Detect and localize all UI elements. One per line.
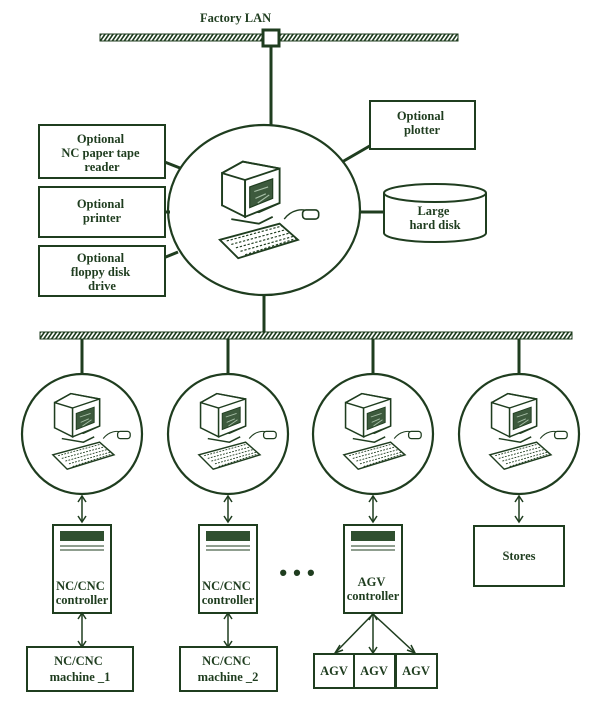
factory-lan-label: Factory LAN xyxy=(200,11,271,25)
station-2 xyxy=(166,372,290,496)
station-bus xyxy=(39,331,573,340)
machine-2-label-1: NC/CNC xyxy=(202,654,251,668)
tape-reader-label-2: NC paper tape xyxy=(61,146,140,160)
agv-3-box: AGV xyxy=(395,653,438,689)
agv-1-box: AGV xyxy=(313,653,356,689)
disk-cylinder-icon xyxy=(383,183,487,243)
floppy-label-1: Optional xyxy=(77,251,125,265)
controller-2: NC/CNC controller xyxy=(198,524,258,614)
stores-box: Stores xyxy=(473,525,565,587)
tape-reader-label-3: reader xyxy=(84,160,120,174)
hard-disk: Large hard disk xyxy=(383,183,487,243)
machine-2-label-2: machine _2 xyxy=(198,670,259,684)
svg-text:NC/CNC machine _2: NC/CNC machine _2 xyxy=(198,654,259,684)
agv-1-label: AGV xyxy=(320,664,348,678)
more-stations-ellipsis: • • • xyxy=(279,560,314,585)
svg-text:Optional floppy disk: Optional floppy disk drive xyxy=(71,251,134,293)
central-server xyxy=(166,123,362,297)
machine-1-box: NC/CNC machine _1 xyxy=(26,646,134,692)
agv-2-label: AGV xyxy=(360,664,388,678)
hard-disk-label-1: Large xyxy=(417,204,449,218)
plotter-label-2: plotter xyxy=(404,123,441,137)
floppy-box: Optional floppy disk drive xyxy=(38,245,166,297)
agv-controller-label-2: controller xyxy=(347,589,400,603)
svg-text:Large hard disk: Large hard disk xyxy=(409,204,460,232)
controller-1-label-1: NC/CNC xyxy=(56,579,105,593)
machine-1-label-2: machine _1 xyxy=(50,670,111,684)
agv-3-label: AGV xyxy=(402,664,430,678)
printer-box: Optional printer xyxy=(38,186,166,238)
machine-1-label-1: NC/CNC xyxy=(54,654,103,668)
plotter-box: Optional plotter xyxy=(369,100,476,150)
station-4 xyxy=(457,372,581,496)
tape-reader-box: Optional NC paper tape reader xyxy=(38,124,166,179)
svg-text:Optional plotter: Optional plotter xyxy=(397,109,447,137)
svg-text:AGV controller: AGV controller xyxy=(347,575,400,603)
agv-controller-label-1: AGV xyxy=(358,575,386,589)
factory-lan: Factory LAN xyxy=(99,11,459,150)
svg-text:Optional NC paper tape: Optional NC paper tape reader xyxy=(61,132,142,174)
station-controller-arrows xyxy=(77,494,524,524)
lan-connector xyxy=(261,28,281,48)
controller-1-label-2: controller xyxy=(56,593,109,607)
machine-2-box: NC/CNC machine _2 xyxy=(179,646,278,692)
floppy-label-3: drive xyxy=(88,279,116,293)
controller-agv: AGV controller xyxy=(343,524,403,614)
controller-2-label-2: controller xyxy=(202,593,255,607)
printer-label-2: printer xyxy=(83,211,122,225)
svg-text:NC/CNC machine _1: NC/CNC machine _1 xyxy=(50,654,111,684)
agv-2-box: AGV xyxy=(353,653,396,689)
svg-text:NC/CNC controller: NC/CNC controller xyxy=(56,579,109,607)
stores-label: Stores xyxy=(502,549,535,563)
floppy-label-2: floppy disk xyxy=(71,265,130,279)
controller-2-label-1: NC/CNC xyxy=(202,579,251,593)
tape-reader-label-1: Optional xyxy=(77,132,125,146)
hard-disk-label-2: hard disk xyxy=(409,218,460,232)
station-1 xyxy=(20,372,144,496)
controller-1: NC/CNC controller xyxy=(52,524,112,614)
station-3 xyxy=(311,372,435,496)
svg-text:NC/CNC controller: NC/CNC controller xyxy=(202,579,255,607)
svg-text:Optional printer: Optional printer xyxy=(77,197,127,225)
plotter-label-1: Optional xyxy=(397,109,445,123)
printer-label-1: Optional xyxy=(77,197,125,211)
